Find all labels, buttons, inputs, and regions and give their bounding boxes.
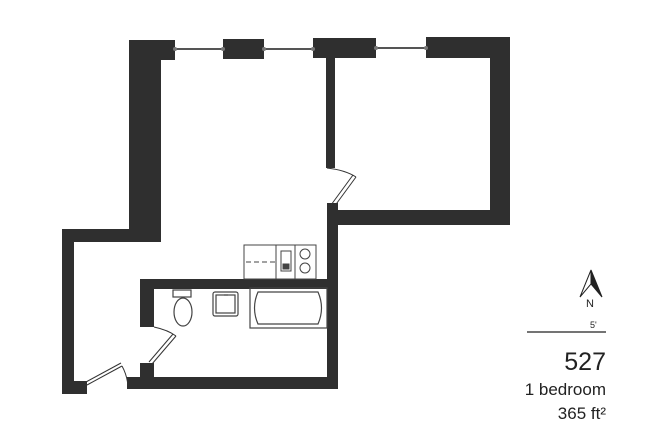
unit-number: 527 [564, 348, 606, 376]
wall-left-lower [62, 229, 74, 394]
burner-icon [299, 248, 311, 260]
toilet-tank [172, 289, 192, 298]
wall-partition-upper [326, 38, 335, 168]
door-bath-leaf [151, 335, 177, 365]
wall-bottom-left-stub [62, 381, 87, 394]
wall-top-center-pier [313, 38, 376, 58]
doors [85, 167, 357, 387]
door-entry-leaf [86, 365, 123, 386]
toilet-bowl [173, 297, 193, 327]
wall-top-right-pier [426, 37, 510, 58]
walls [62, 37, 510, 394]
bath-sink [212, 291, 239, 317]
wall-bath-left [140, 279, 154, 327]
wall-bottom [127, 377, 338, 389]
bathtub [249, 287, 328, 329]
kitchenette [243, 244, 317, 280]
door-bedroom-swing [326, 167, 357, 178]
wall-bedroom-bottom [327, 210, 510, 225]
door-entry-swing [121, 365, 129, 387]
wall-top-mid-pier [223, 39, 264, 59]
north-arrow-icon [579, 269, 603, 298]
scale-label: 5' [590, 320, 597, 330]
window-mullions [173, 46, 428, 51]
door-bedroom-leaf [333, 176, 357, 208]
door-bath-swing [153, 326, 177, 337]
wall-partition-lower [327, 203, 338, 388]
bathroom-fixtures [172, 287, 328, 329]
north-label: N [586, 298, 594, 310]
wall-bath-top [140, 279, 338, 289]
bedroom-count: 1 bedroom [524, 380, 606, 399]
wall-left-upper [129, 40, 161, 238]
kitchen-counter [243, 244, 317, 280]
burner-icon [299, 262, 311, 274]
unit-area: 365 ft² [557, 404, 606, 423]
windows [175, 47, 426, 50]
wall-step [62, 229, 161, 242]
wall-right [490, 37, 510, 225]
kitchen-sink [280, 250, 292, 272]
